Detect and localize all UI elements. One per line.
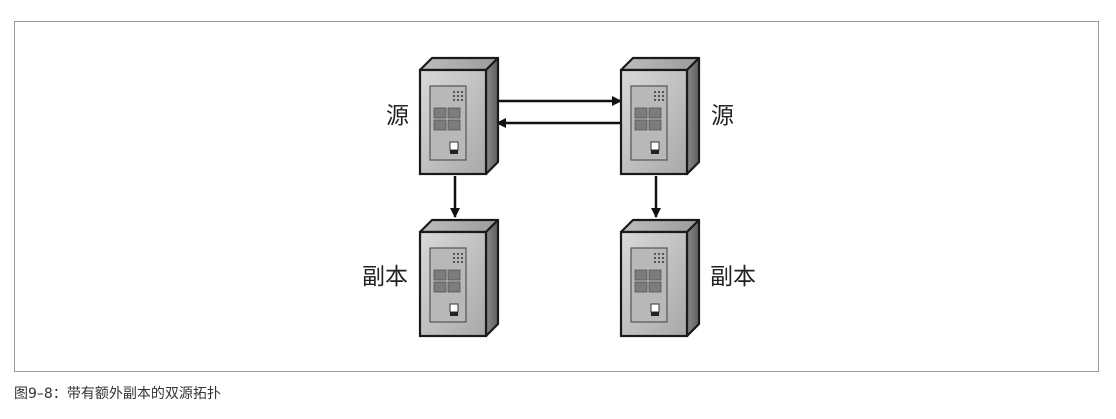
node-replica-left: 副本	[362, 218, 500, 338]
server-tower-icon	[418, 218, 500, 338]
server-tower-icon	[619, 56, 701, 176]
node-source-left: 源	[386, 56, 500, 176]
figure-caption: 图9–8：带有额外副本的双源拓扑	[14, 386, 221, 402]
node-replica-right: 副本	[619, 218, 756, 338]
server-tower-icon	[619, 218, 701, 338]
node-label: 副本	[710, 264, 756, 290]
node-label: 源	[711, 103, 734, 129]
diagram-frame	[14, 21, 1099, 372]
node-label: 副本	[362, 264, 408, 290]
edges	[450, 96, 661, 218]
server-tower-icon	[418, 56, 500, 176]
node-label: 源	[386, 103, 409, 129]
node-source-right: 源	[619, 56, 734, 176]
